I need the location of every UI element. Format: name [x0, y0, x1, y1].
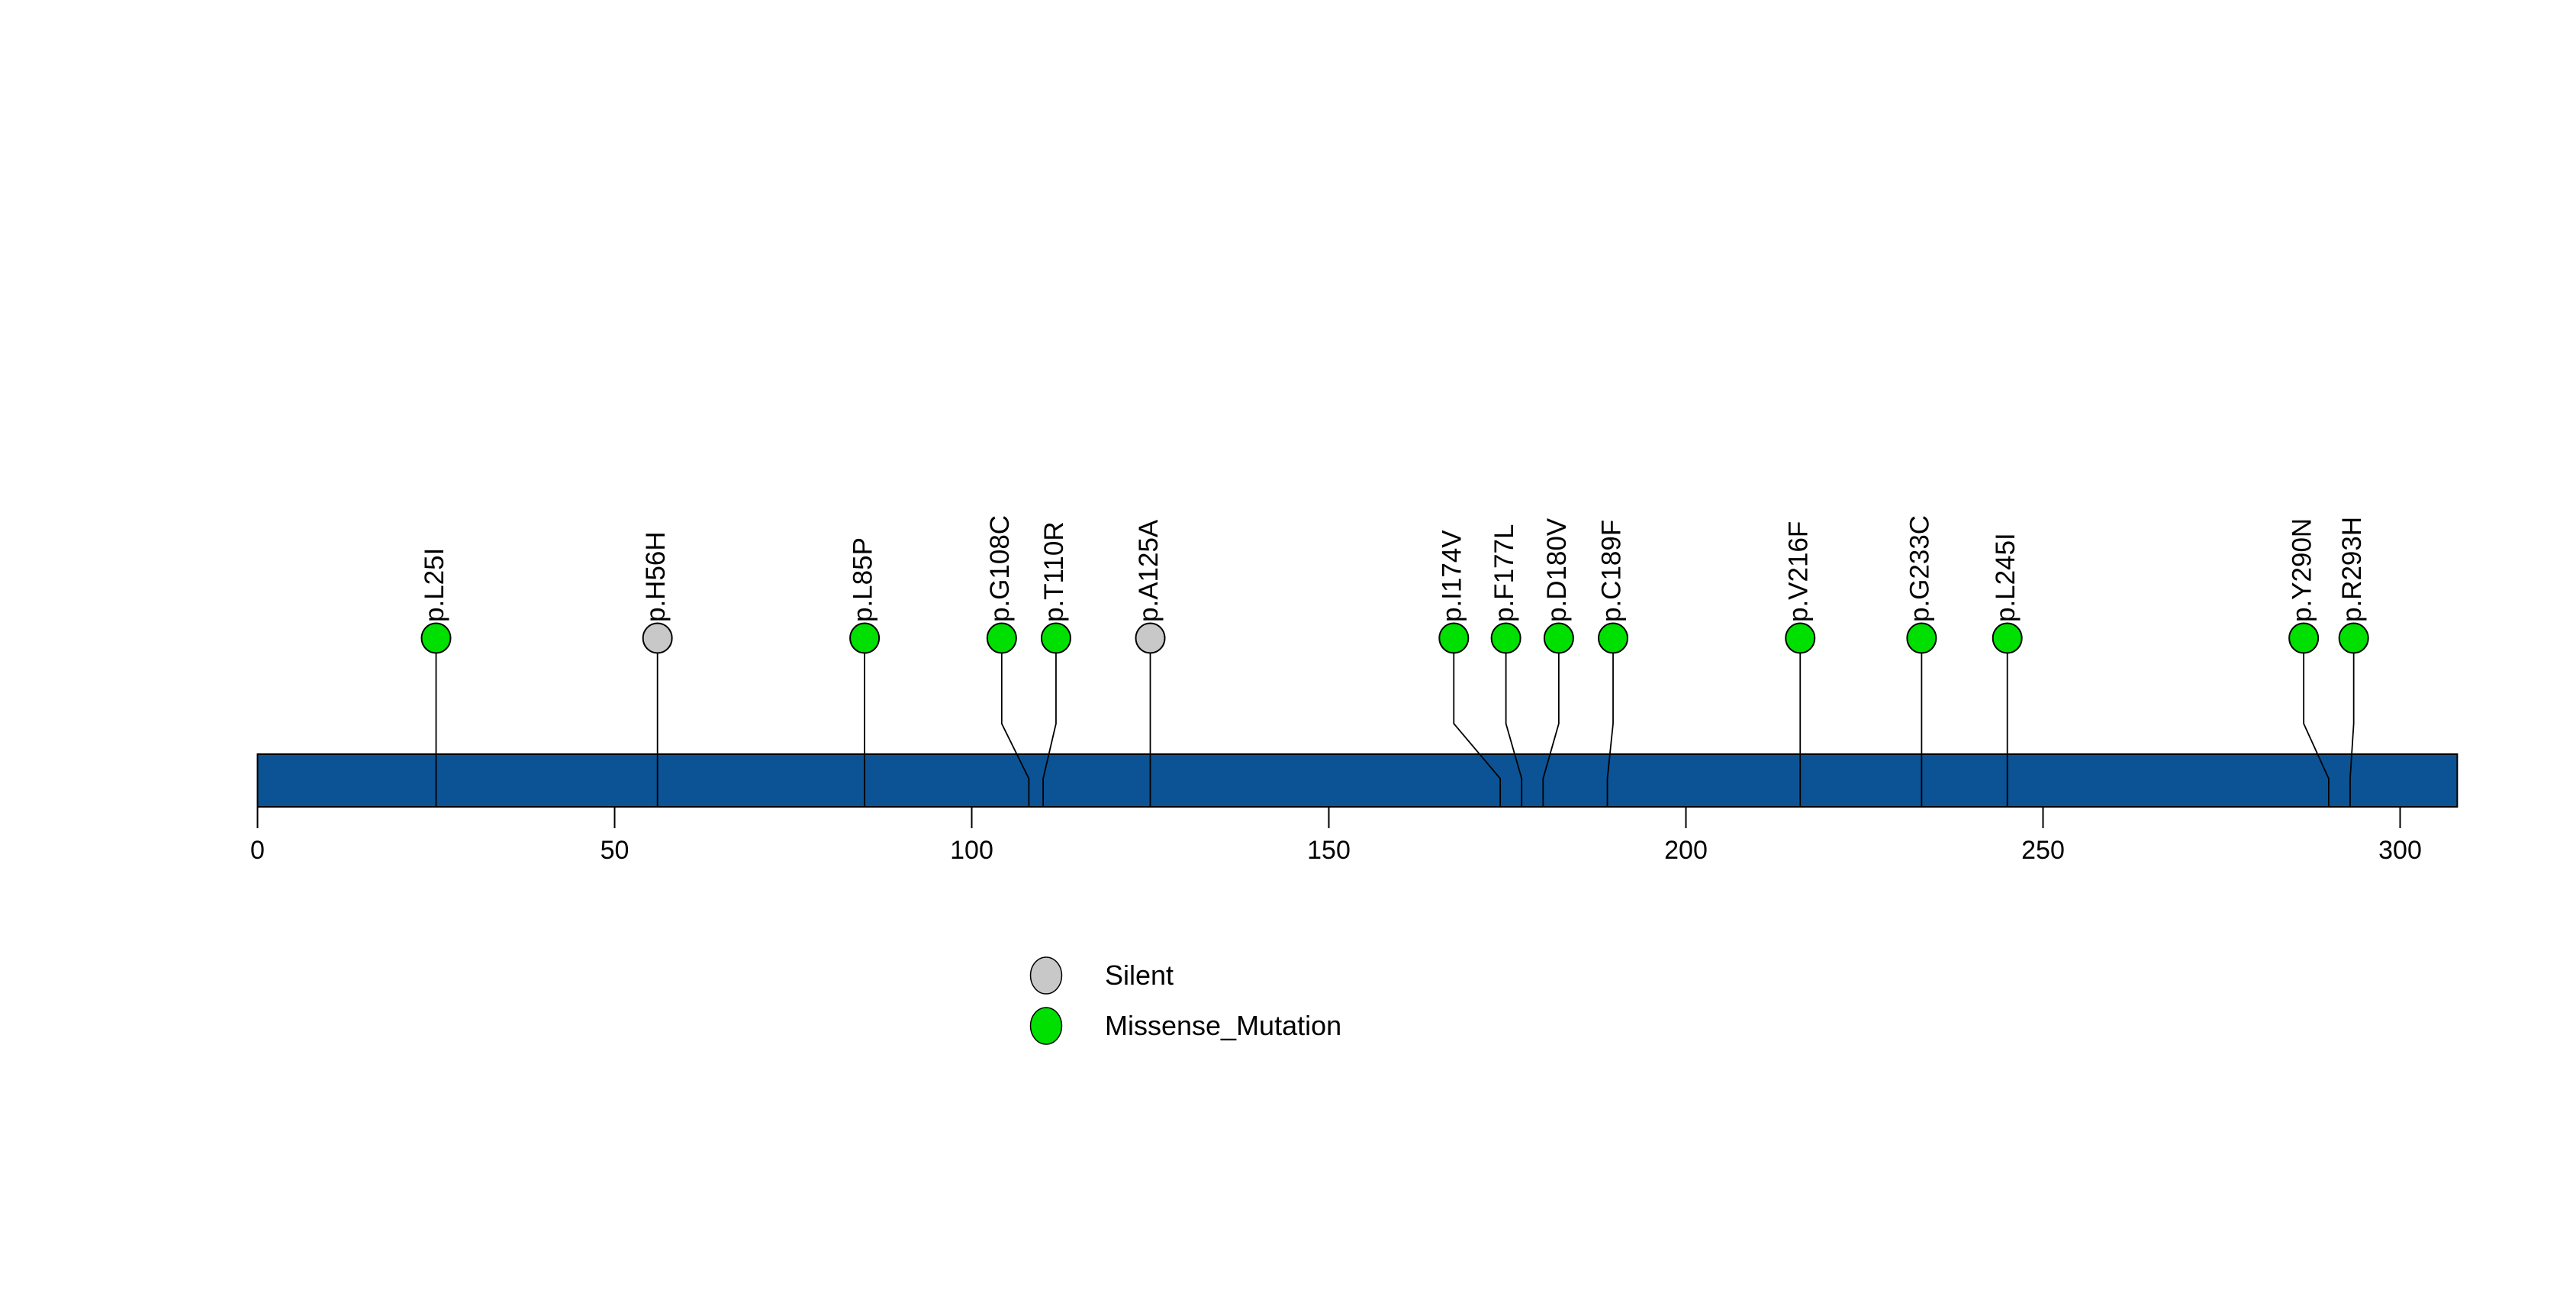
mutation-label: p.I174V	[1438, 530, 1467, 622]
lollipop-stem	[2349, 638, 2355, 807]
lollipop-stem	[1505, 638, 1523, 807]
mutation-circle-missense_mutation	[2288, 622, 2320, 654]
mutation-circle-missense_mutation	[2338, 622, 2369, 654]
axis-tick-label: 0	[250, 836, 265, 865]
legend-swatch	[1029, 956, 1063, 995]
lollipop-stem	[1000, 638, 1030, 807]
axis-tick-label: 200	[1664, 836, 1708, 865]
legend-swatch	[1029, 1007, 1063, 1045]
mutation-label: p.L245I	[1991, 533, 2021, 622]
mutation-circle-missense_mutation	[986, 622, 1017, 654]
mutation-circle-missense_mutation	[1543, 622, 1574, 654]
axis-tick-label: 300	[2378, 836, 2422, 865]
mutation-circle-missense_mutation	[1906, 622, 1937, 654]
mutation-circle-missense_mutation	[1438, 622, 1470, 654]
mutation-label: p.C189F	[1596, 520, 1626, 622]
axis-tick-label: 250	[2021, 836, 2065, 865]
mutation-label: p.L25I	[420, 548, 449, 622]
lollipop-stem	[1042, 638, 1057, 807]
mutation-label: p.L85P	[848, 537, 877, 622]
protein-bar	[256, 753, 2458, 808]
mutation-circle-missense_mutation	[1040, 622, 1071, 654]
axis-tick-label: 50	[601, 836, 630, 865]
mutation-label: p.T110R	[1039, 521, 1069, 622]
mutation-circle-silent	[642, 622, 673, 654]
mutation-circle-missense_mutation	[849, 622, 881, 654]
axis-tick-label: 150	[1307, 836, 1351, 865]
mutation-label: p.V216F	[1784, 521, 1814, 622]
mutation-label: p.G233C	[1905, 515, 1935, 622]
mutation-circle-missense_mutation	[420, 622, 452, 654]
mutation-circle-missense_mutation	[1785, 622, 1816, 654]
mutation-label: p.F177L	[1489, 524, 1519, 622]
legend-label: Silent	[1105, 959, 1174, 991]
legend-label: Missense_Mutation	[1105, 1010, 1341, 1041]
mutation-circle-missense_mutation	[1992, 622, 2023, 654]
mutation-label: p.G108C	[985, 515, 1015, 622]
mutation-label: p.R293H	[2337, 517, 2367, 622]
mutation-circle-silent	[1135, 622, 1166, 654]
mutation-label: p.Y290N	[2287, 518, 2317, 622]
lollipop-stem	[2303, 638, 2330, 807]
lollipop-stem	[1606, 638, 1614, 807]
mutation-circle-missense_mutation	[1490, 622, 1521, 654]
axis-tick-label: 100	[950, 836, 993, 865]
mutation-label: p.H56H	[641, 531, 671, 622]
mutation-circle-missense_mutation	[1598, 622, 1629, 654]
mutation-label: p.A125A	[1134, 519, 1164, 622]
lollipop-stem	[1453, 638, 1502, 807]
mutation-label: p.D180V	[1542, 518, 1572, 622]
lollipop-stem	[1542, 638, 1560, 807]
